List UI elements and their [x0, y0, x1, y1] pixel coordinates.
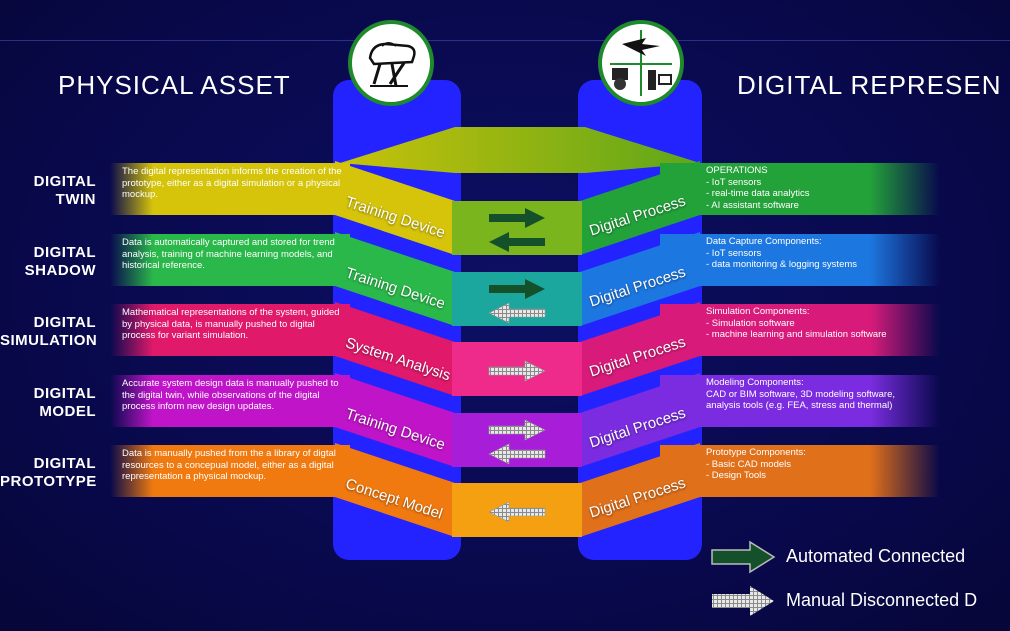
level-left-panel	[335, 443, 455, 537]
level-label-line2: TWIN	[55, 191, 96, 208]
level-left-band	[110, 163, 350, 215]
component-item: - Simulation software	[706, 317, 795, 329]
level-components: OPERATIONS- IoT sensors- real-time data …	[706, 165, 928, 211]
level-right-panel	[580, 373, 700, 467]
level-left-panel	[335, 232, 455, 326]
level-description: Mathematical representations of the syst…	[122, 307, 340, 341]
component-item: - Basic CAD models	[706, 458, 791, 470]
level-label-line2: SHADOW	[24, 262, 96, 279]
level-label-line1: DIGITAL	[33, 314, 96, 331]
component-item: - real-time data analytics	[706, 188, 810, 199]
legend-manual-arrow-icon	[712, 586, 774, 616]
component-item: - IoT sensors	[706, 176, 762, 188]
level-description: Data is automatically captured and store…	[122, 237, 335, 271]
top-divider	[0, 40, 1010, 41]
legend-automated-label: Automated Connected	[786, 546, 966, 566]
manual-right-arrow-icon	[488, 360, 546, 382]
component-item: CAD or BIM software, 3D modeling softwar…	[706, 388, 896, 400]
level-right-band	[660, 304, 940, 356]
level-right-band	[660, 234, 940, 286]
level-label-line1: DIGITAL	[33, 385, 96, 402]
level-label-line2: SIMULATION	[0, 332, 98, 349]
physical-asset-heading: PHYSICAL ASSET	[58, 70, 291, 100]
component-item: - AI assistant software	[706, 199, 799, 211]
level-left-band	[110, 445, 350, 497]
component-item: - data monitoring & logging systems	[706, 259, 858, 270]
level-left-panel	[335, 302, 455, 396]
automated-right-arrow-icon	[489, 208, 545, 228]
component-item: - Design Tools	[706, 470, 767, 481]
level-left-panel	[335, 161, 455, 255]
component-item: analysis tools (e.g. FEA, stress and the…	[706, 400, 893, 411]
components-heading: Simulation Components:	[706, 306, 810, 317]
level-label-line1: DIGITAL	[33, 173, 96, 190]
level-right-band	[660, 163, 940, 215]
level-components: Modeling Components:CAD or BIM software,…	[706, 377, 928, 412]
level-right-panel	[580, 443, 700, 537]
level-description: The digital representation informs the c…	[122, 166, 342, 200]
manual-left-arrow-icon	[488, 501, 546, 523]
level-left-band	[110, 304, 350, 356]
level-right-panel	[580, 232, 700, 326]
level-description: Accurate system design data is manually …	[122, 378, 339, 412]
level-label-line1: DIGITAL	[33, 455, 96, 472]
component-item: - machine learning and simulation softwa…	[706, 329, 887, 340]
level-left-panel	[335, 373, 455, 467]
manual-left-arrow-icon	[488, 443, 546, 465]
training-device-emblem	[348, 20, 434, 106]
automated-left-arrow-icon	[489, 232, 545, 252]
level-label-line1: DIGITAL	[33, 244, 96, 261]
level-right-band	[660, 375, 940, 427]
manual-right-arrow-icon	[488, 419, 546, 441]
stack-top-face	[340, 127, 700, 173]
level-right-panel	[580, 302, 700, 396]
level-description: Data is manually pushed from the a libra…	[122, 448, 336, 482]
digital-representation-heading: DIGITAL REPRESEN	[737, 70, 1002, 100]
component-item: - IoT sensors	[706, 247, 762, 259]
level-components: Prototype Components:- Basic CAD models-…	[706, 447, 928, 482]
level-components: Simulation Components:- Simulation softw…	[706, 306, 928, 341]
legend-automated-arrow-icon	[711, 540, 776, 574]
components-heading: OPERATIONS	[706, 165, 768, 176]
automated-right-arrow-icon	[489, 279, 545, 299]
level-left-band	[110, 234, 350, 286]
level-label-line2: MODEL	[39, 403, 96, 420]
simulator-icon	[368, 42, 416, 87]
level-right-panel	[580, 161, 700, 255]
digital-process-icon	[610, 30, 672, 96]
components-heading: Modeling Components:	[706, 377, 804, 388]
digital-process-emblem	[598, 20, 684, 106]
level-right-band	[660, 445, 940, 497]
level-left-band	[110, 375, 350, 427]
components-heading: Data Capture Components:	[706, 236, 822, 247]
level-components: Data Capture Components:- IoT sensors- d…	[706, 236, 928, 271]
components-heading: Prototype Components:	[706, 447, 806, 458]
legend-manual-label: Manual Disconnected D	[786, 590, 978, 610]
level-label-line2: PROTOTYPE	[0, 473, 97, 490]
manual-left-arrow-icon	[488, 302, 546, 324]
